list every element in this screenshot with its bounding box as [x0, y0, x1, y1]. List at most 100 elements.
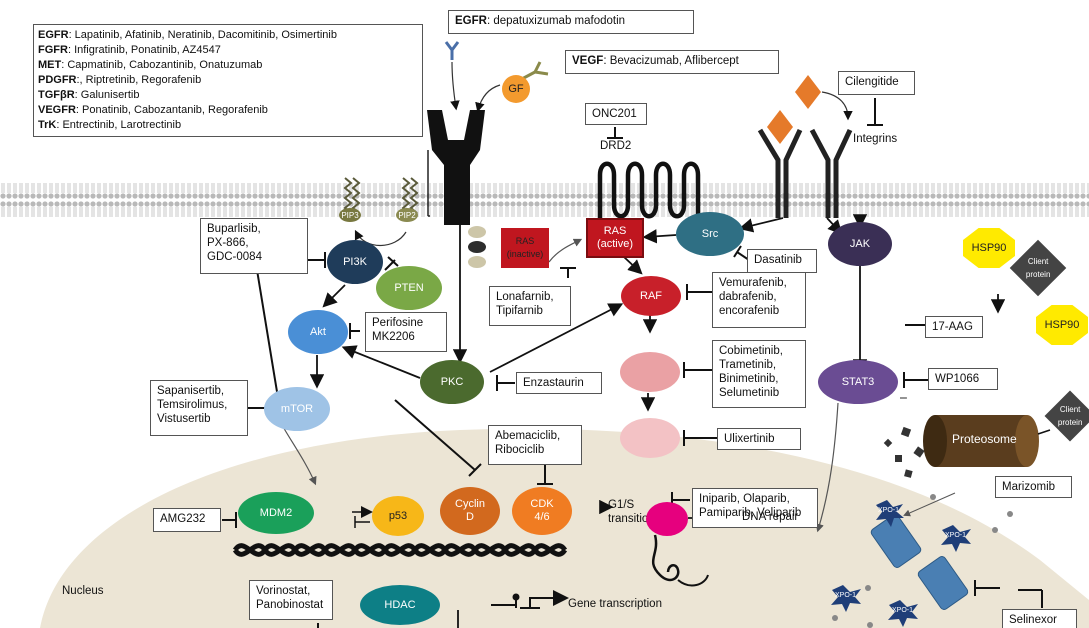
mek-node — [620, 352, 680, 392]
cobimetinib-box: Cobimetinib,Trametinib,Binimetinib,Selum… — [712, 340, 806, 408]
receptor-inhibitor-row: TGFβR: Galunisertib — [38, 88, 418, 103]
text-line: Pamiparib, Veliparib — [699, 507, 802, 519]
gf-node: GF — [502, 75, 530, 103]
receptor-tyrosine-kinase — [427, 110, 485, 225]
nucleus-label: Nucleus — [62, 585, 104, 597]
jak-node: JAK — [828, 222, 892, 266]
text-line: protein — [1025, 270, 1051, 279]
drd2-receptor — [597, 161, 701, 225]
receptor-drugs: : Lapatinib, Afatinib, Neratinib, Dacomi… — [68, 29, 337, 41]
vegf-target: VEGF — [572, 55, 604, 67]
cilengitide-box: Cilengitide — [838, 71, 915, 95]
xpo1-label-4: XPO-1 — [892, 607, 914, 614]
receptor-target: EGFR — [38, 29, 69, 41]
text-line: dabrafenib, — [719, 291, 777, 303]
text-line: Ribociclib — [495, 444, 545, 456]
integrins-label: Integrins — [853, 133, 898, 145]
text-line: Lonafarnib, — [496, 291, 554, 303]
src-node: Src — [676, 212, 744, 256]
text-line: Client — [1027, 257, 1049, 266]
iniparib-box: Iniparib, Olaparib, Pamiparib, Veliparib — [692, 488, 818, 528]
text-line: Iniparib, Olaparib, — [699, 493, 790, 505]
text-line: transition — [608, 513, 655, 525]
text-line: Cobimetinib, — [719, 345, 783, 357]
receptor-target: PDGFR — [38, 74, 77, 86]
text-line: Panobinostat — [256, 599, 324, 611]
vegf-drugs: : Bevacizumab, Aflibercept — [603, 55, 739, 67]
text-line: Cyclin — [455, 498, 485, 510]
text-line: G1/S — [608, 499, 635, 511]
nuclear-pore — [870, 514, 969, 610]
vemurafenib-box: Vemurafenib,dabrafenib,encorafenib — [712, 272, 806, 328]
receptor-target: TGFβR — [38, 89, 75, 101]
drd2-label: DRD2 — [600, 140, 632, 152]
text-line: Sapanisertib, — [157, 385, 225, 397]
p53-node: p53 — [372, 496, 424, 536]
parp-node — [646, 502, 688, 536]
pip-lipids — [343, 177, 419, 214]
vegf-box: VEGF: Bevacizumab, Aflibercept — [565, 50, 779, 74]
text-line: Buparlisib, — [207, 223, 261, 235]
nucleus-shape — [40, 428, 1089, 628]
integrin-receptor — [757, 128, 853, 218]
g1s-label: G1/S transition — [608, 498, 655, 526]
lonafarnib-box: Lonafarnib,Tipifarnib — [489, 286, 571, 326]
text-line: (active) — [596, 238, 634, 250]
receptor-target: FGFR — [38, 44, 68, 56]
receptor-inhibitor-row: VEGFR: Ponatinib, Cabozantanib, Regorafe… — [38, 103, 418, 118]
enzastaurin-box: Enzastaurin — [516, 372, 602, 394]
xpo1-label-1: XPO-1 — [878, 507, 900, 514]
gene-transcription-label: Gene transcription — [568, 598, 662, 610]
sapanisertib-box: Sapanisertib, Temsirolimus, Vistusertib — [150, 380, 248, 436]
text-line: Temsirolimus, — [157, 399, 228, 411]
pip3-node: PIP3 — [339, 208, 361, 222]
text-line: Vistusertib — [157, 413, 211, 425]
amg232-box: AMG232 — [153, 508, 221, 532]
xpo1-label-3: XPO-1 — [835, 592, 857, 599]
receptor-target: TrK — [38, 119, 57, 131]
xpo1-stars — [831, 500, 971, 627]
wp1066-box: WP1066 — [928, 368, 998, 390]
text-line: Selumetinib — [719, 387, 780, 399]
akt-node: Akt — [288, 310, 348, 354]
stat3-node: STAT3 — [818, 360, 898, 404]
receptor-inhibitor-row: TrK: Entrectinib, Larotrectinib — [38, 118, 418, 133]
onc201-box: ONC201 — [585, 103, 647, 125]
pi3k-node: PI3K — [327, 240, 383, 284]
text-line: RAS — [603, 225, 627, 237]
text-line: CDK — [530, 498, 554, 510]
text-line: GDC-0084 — [207, 251, 262, 263]
pkc-node: PKC — [420, 360, 484, 404]
mtor-node: mTOR — [264, 387, 330, 431]
integrin-ligand-diamond — [767, 110, 793, 144]
dna-repair-label: DNA repair — [742, 511, 799, 523]
hsp90-top-node: HSP90 — [963, 228, 1015, 268]
text-line: Client — [1059, 405, 1081, 414]
egfr-adc-box: EGFR: depatuxizumab mafodotin — [448, 10, 694, 34]
pten-node: PTEN — [376, 266, 442, 310]
dasatinib-box: Dasatinib — [747, 249, 817, 273]
erk-node — [620, 418, 680, 458]
receptor-inhibitor-row: MET: Capmatinib, Cabozantinib, Onatuzuma… — [38, 58, 418, 73]
hdac-node: HDAC — [360, 585, 440, 625]
receptor-inhibitors-box: EGFR: Lapatinib, Afatinib, Neratinib, Da… — [33, 24, 423, 137]
mdm2-node: MDM2 — [238, 492, 314, 534]
text-line: MK2206 — [372, 331, 415, 343]
proteosome-cylinder — [923, 415, 1039, 467]
xpo1-label-2: XPO-1 — [945, 532, 967, 539]
receptor-inhibitor-row: PDGFR:, Riptretinib, Regorafenib — [38, 73, 418, 88]
ras-inactive-node: RAS (inactive) — [501, 228, 549, 268]
text-line: PX-866, — [207, 237, 249, 249]
receptor-target: VEGFR — [38, 104, 76, 116]
egfr-adc-drugs: : depatuxizumab mafodotin — [486, 15, 626, 27]
text-line: Vorinostat, — [256, 585, 311, 597]
receptor-drugs: : Ponatinib, Cabozantanib, Regorafenib — [75, 104, 268, 116]
proteosome-label: Proteosome — [952, 432, 1017, 446]
ulixertinib-box: Ulixertinib — [717, 428, 801, 450]
integrin-ligand-diamond — [795, 75, 821, 109]
receptor-drugs: :, Riptretinib, Regorafenib — [76, 74, 202, 86]
